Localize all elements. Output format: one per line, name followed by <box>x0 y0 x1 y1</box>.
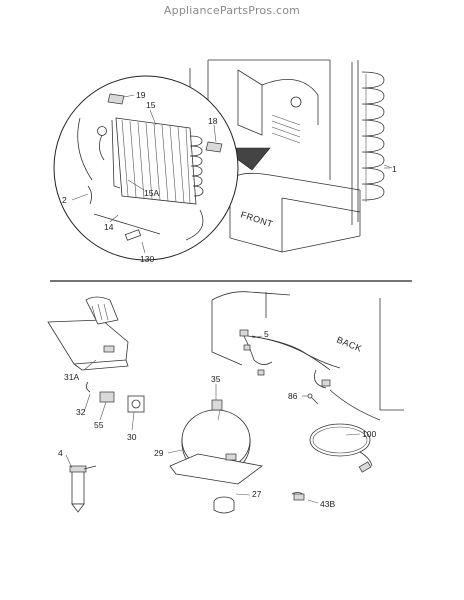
callout-19: 19 <box>136 90 146 100</box>
callout-15: 15 <box>146 100 156 110</box>
callout-86: 86 <box>288 391 298 401</box>
callout-43b: 43B <box>320 499 335 509</box>
watermark: AppliancePartsPros.com <box>163 4 301 17</box>
callout-5: 5 <box>264 329 269 339</box>
top-leader-lines <box>71 94 390 254</box>
callout-15a: 15A <box>144 188 159 198</box>
wire-harness <box>239 329 341 389</box>
callout-100: 100 <box>362 429 376 439</box>
callout-30: 30 <box>127 432 137 442</box>
bottom-leader-lines <box>65 335 361 504</box>
callout-55: 55 <box>94 420 104 430</box>
callout-29: 29 <box>154 448 164 458</box>
power-cord <box>309 389 381 473</box>
callout-130: 130 <box>140 254 154 264</box>
part-43b <box>291 492 305 501</box>
condenser-coil <box>361 71 393 202</box>
callout-4: 4 <box>58 448 63 458</box>
evaporator-assembly <box>77 93 223 241</box>
callout-18: 18 <box>208 116 218 126</box>
compressor <box>169 399 263 485</box>
drain-pan <box>47 296 129 371</box>
cabinet-back <box>211 291 404 411</box>
callout-1: 1 <box>392 164 397 174</box>
tube-part-4 <box>69 465 97 513</box>
front-label: FRONT <box>239 209 274 229</box>
callout-27: 27 <box>252 489 262 499</box>
grommet <box>213 496 235 514</box>
callout-14: 14 <box>104 222 114 232</box>
callout-2: 2 <box>62 195 67 205</box>
callout-35: 35 <box>211 374 221 384</box>
screw-86 <box>307 393 319 405</box>
refrigerator-cabinet <box>189 59 361 253</box>
callout-32: 32 <box>76 407 86 417</box>
callout-31a: 31A <box>64 372 79 382</box>
back-label: BACK <box>335 335 363 354</box>
relay-parts <box>86 381 145 413</box>
